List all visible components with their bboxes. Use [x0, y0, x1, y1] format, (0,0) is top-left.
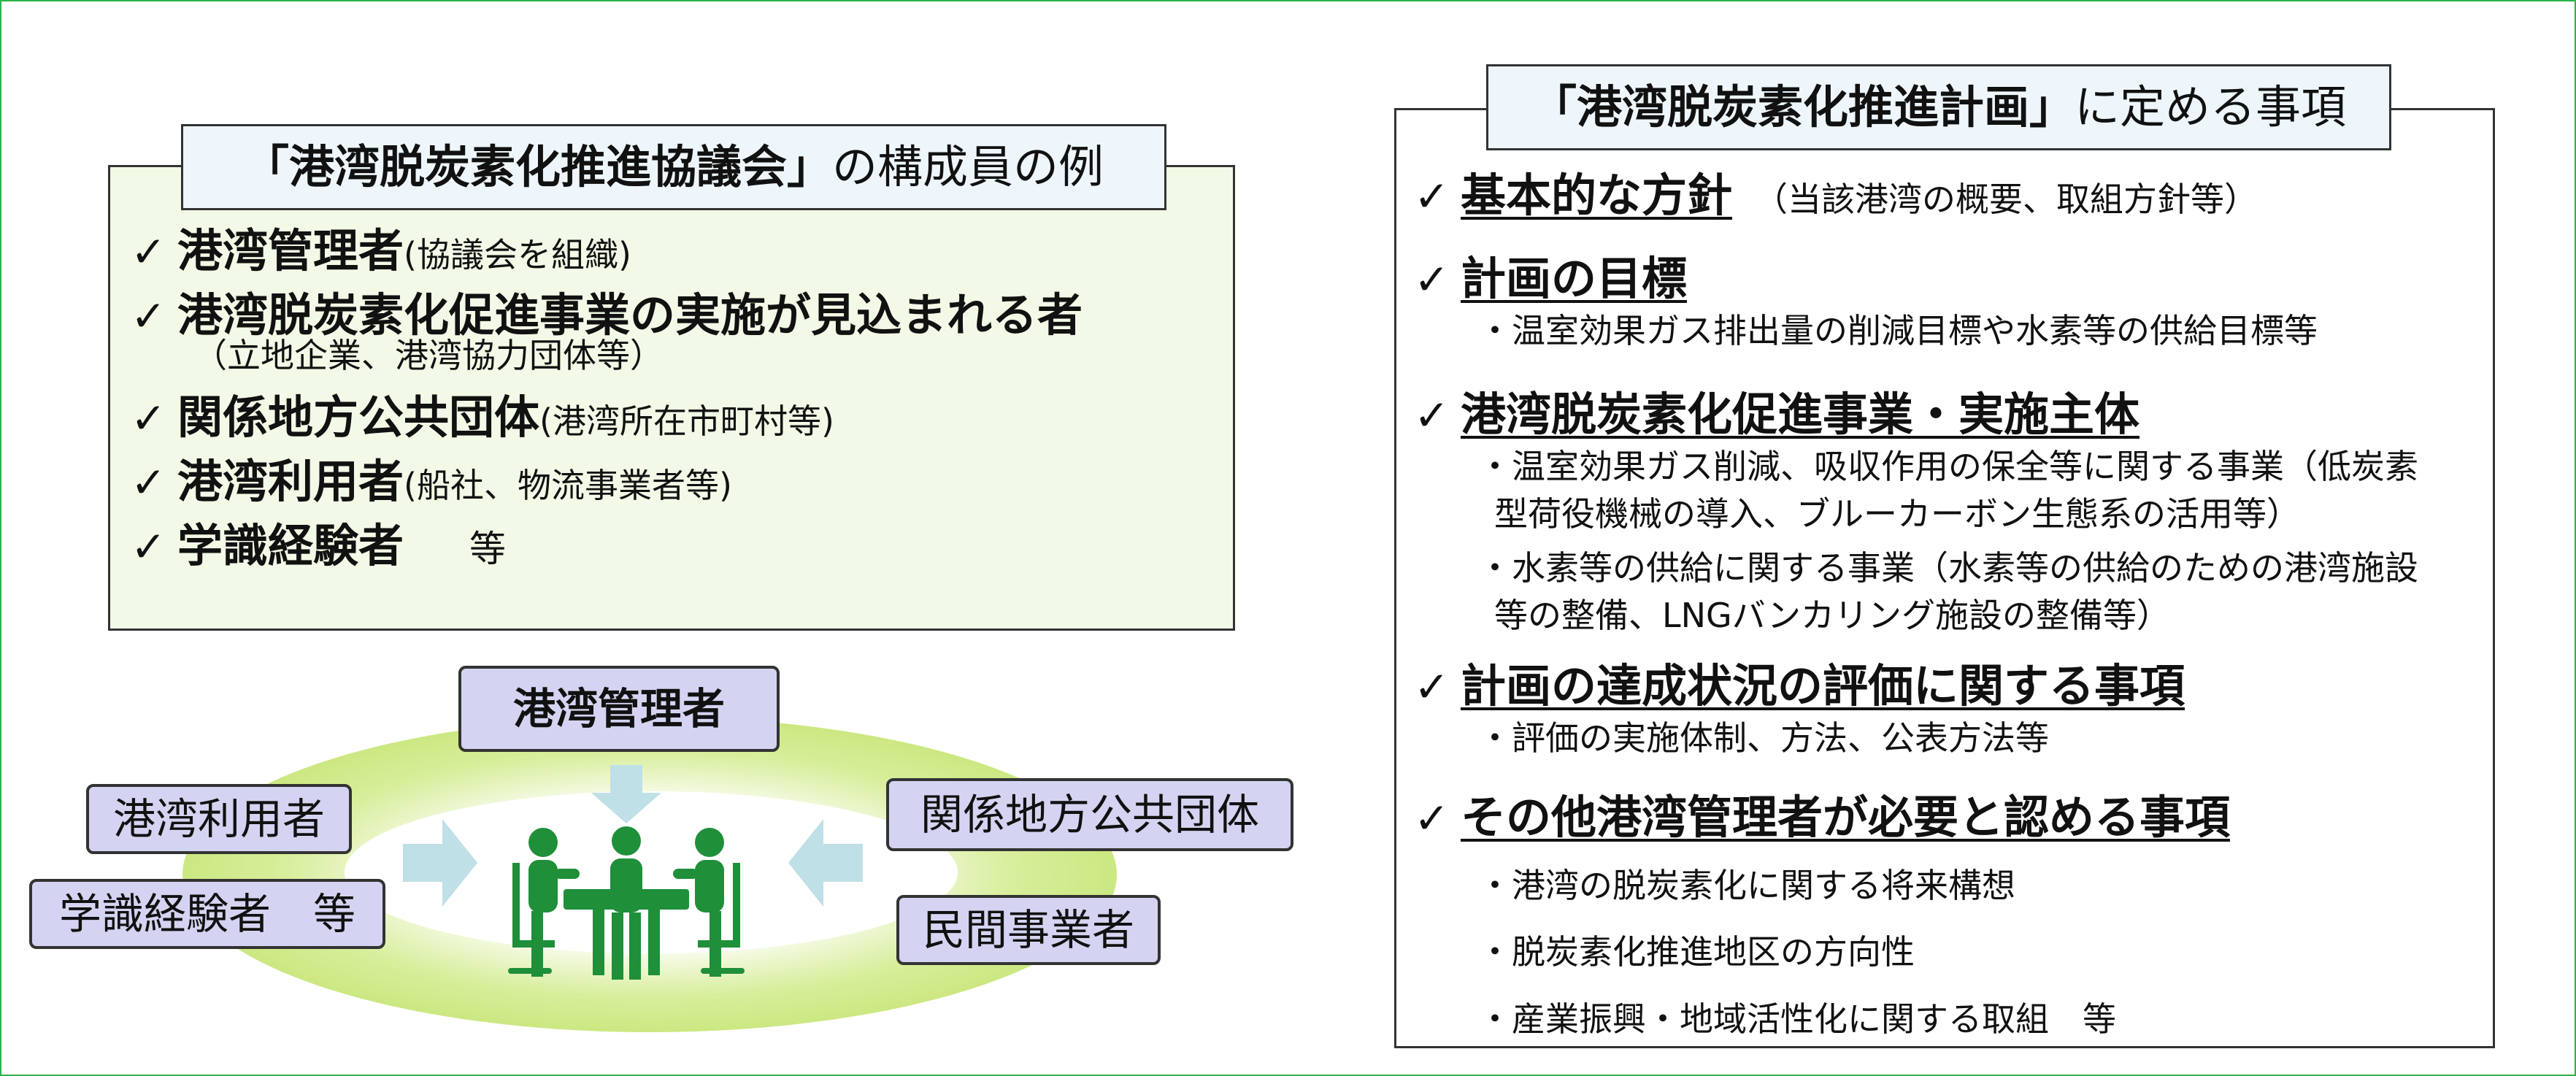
plan-title-suffix: に定める事項 — [2075, 80, 2347, 134]
member-item: ✓ 港湾脱炭素化促進事業の実施が見込まれる者 — [131, 278, 1083, 342]
tag-private-operators: 民間事業者 — [896, 895, 1161, 965]
plan-item-note: （当該港湾の概要、取組方針等） — [1754, 180, 2258, 219]
check-icon: ✓ — [131, 291, 166, 341]
tag-port-users: 港湾利用者 — [86, 784, 352, 854]
plan-title-quote: 「港湾脱炭素化推進計画」 — [1531, 80, 2075, 134]
plan-bullet: ・産業振興・地域活性化に関する取組 等 — [1478, 999, 2116, 1039]
check-icon: ✓ — [131, 522, 166, 572]
plan-item-title: 計画の目標 — [1461, 252, 1688, 305]
members-title-quote: 「港湾脱炭素化推進協議会」 — [243, 140, 832, 193]
plan-item-title: その他港湾管理者が必要と認める事項 — [1461, 791, 2231, 844]
member-item: ✓ 関係地方公共団体 (港湾所在市町村等) — [131, 380, 1083, 445]
arrow-down-icon — [591, 765, 661, 823]
check-icon: ✓ — [1414, 255, 1450, 304]
arrow-left-icon — [788, 819, 863, 907]
check-icon: ✓ — [1414, 172, 1450, 221]
check-icon: ✓ — [131, 227, 166, 277]
members-list: ✓ 港湾管理者 (協議会を組織) ✓ 港湾脱炭素化促進事業の実施が見込まれる者 … — [131, 214, 1083, 573]
plan-bullet: ・温室効果ガス排出量の削減目標や水素等の供給目標等 — [1478, 311, 2318, 350]
member-note: (協議会を組織) — [404, 235, 631, 274]
tag-local-governments: 関係地方公共団体 — [886, 778, 1293, 851]
member-main: 港湾脱炭素化促進事業の実施が見込まれる者 — [177, 288, 1083, 342]
plan-box: ✓ 基本的な方針 （当該港湾の概要、取組方針等） ✓ 計画の目標 ・温室効果ガス… — [1394, 108, 2495, 1048]
members-title-suffix: の構成員の例 — [832, 140, 1104, 193]
check-icon: ✓ — [1414, 391, 1450, 440]
member-main: 関係地方公共団体 — [177, 391, 540, 444]
plan-title: 「港湾脱炭素化推進計画」に定める事項 — [1486, 64, 2391, 150]
check-icon: ✓ — [1414, 793, 1450, 843]
plan-item: ✓ 基本的な方針 （当該港湾の概要、取組方針等） — [1414, 158, 2258, 224]
member-main: 港湾利用者 — [177, 455, 404, 508]
plan-bullet: ・評価の実施体制、方法、公表方法等 — [1478, 718, 2049, 758]
plan-bullet: ・脱炭素化推進地区の方向性 — [1478, 932, 1915, 972]
plan-item-title: 港湾脱炭素化促進事業・実施主体 — [1461, 388, 2140, 441]
check-icon: ✓ — [131, 458, 166, 507]
meeting-people-icon — [508, 826, 745, 980]
member-sub-note: （立地企業、港湾協力団体等） — [193, 336, 664, 375]
plan-bullet: ・水素等の供給に関する事業（水素等の供給のための港湾施設等の整備、LNGバンカリ… — [1478, 547, 2418, 635]
members-box: ✓ 港湾管理者 (協議会を組織) ✓ 港湾脱炭素化促進事業の実施が見込まれる者 … — [108, 165, 1235, 631]
member-item: ✓ 港湾管理者 (協議会を組織) — [131, 214, 1083, 278]
plan-item: ✓ 港湾脱炭素化促進事業・実施主体 ・温室効果ガス削減、吸収作用の保全等に関する… — [1414, 377, 2443, 639]
plan-item-title: 基本的な方針 — [1461, 169, 1733, 222]
check-icon: ✓ — [131, 393, 166, 443]
member-note: (船社、物流事業者等) — [404, 466, 732, 505]
member-note: (港湾所在市町村等) — [539, 401, 834, 441]
member-suffix: 等 — [469, 528, 507, 570]
plan-item: ✓ 計画の目標 ・温室効果ガス排出量の削減目標や水素等の供給目標等 — [1414, 242, 2318, 355]
member-item: ✓ 港湾利用者 (船社、物流事業者等) — [131, 445, 1083, 509]
tag-port-manager: 港湾管理者 — [458, 666, 780, 752]
members-title: 「港湾脱炭素化推進協議会」の構成員の例 — [181, 124, 1166, 210]
member-main: 港湾管理者 — [177, 224, 404, 277]
plan-item: ✓ その他港湾管理者が必要と認める事項 ・港湾の脱炭素化に関する将来構想 ・脱炭… — [1414, 780, 2230, 1043]
tag-experts: 学識経験者 等 — [29, 879, 385, 949]
member-main: 学識経験者 — [177, 519, 404, 572]
plan-bullet: ・温室効果ガス削減、吸収作用の保全等に関する事業（低炭素型荷役機械の導入、ブルー… — [1478, 447, 2418, 534]
check-icon: ✓ — [1414, 662, 1450, 712]
arrow-right-icon — [403, 819, 477, 907]
plan-bullet: ・港湾の脱炭素化に関する将来構想 — [1478, 866, 2015, 905]
member-item: ✓ 学識経験者 等 — [131, 509, 1083, 573]
plan-item-title: 計画の達成状況の評価に関する事項 — [1461, 659, 2185, 712]
plan-item: ✓ 計画の達成状況の評価に関する事項 ・評価の実施体制、方法、公表方法等 — [1414, 649, 2185, 762]
